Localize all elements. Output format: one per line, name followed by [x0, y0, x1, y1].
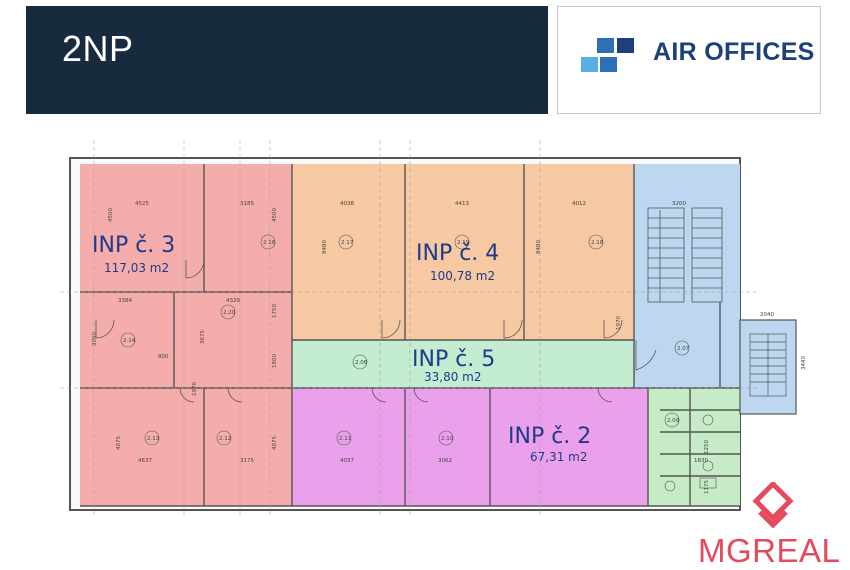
- sanitary-fixtures-icon: [664, 414, 717, 492]
- dimension: 4037: [340, 458, 354, 464]
- dimension: 4500: [272, 208, 278, 222]
- unit-inp2-area: [292, 388, 648, 506]
- dimension: 3440: [801, 356, 807, 370]
- unit-inp2-name: INP č. 2: [508, 424, 591, 449]
- dimension: 1970: [192, 382, 198, 396]
- dimension: 3185: [240, 201, 254, 207]
- room-number: 2.08: [355, 360, 368, 366]
- dimension: 4525: [135, 201, 149, 207]
- dimension: 4075: [116, 436, 122, 450]
- room-number: 2.09: [667, 418, 680, 424]
- balcony-stairs-icon: [749, 333, 787, 397]
- dimension: 4413: [455, 201, 469, 207]
- room-number: 2.13: [147, 436, 160, 442]
- room-number: 2.11: [339, 436, 351, 442]
- dimension: 4329: [226, 298, 240, 304]
- unit-inp5-area-label: 33,80 m2: [424, 370, 482, 384]
- room-number: 2.20: [223, 310, 236, 316]
- dimension: 800: [158, 354, 169, 360]
- floor-title: 2NP: [62, 28, 134, 69]
- mgreal-logo-icon: [752, 482, 794, 529]
- unit-inp5-name: INP č. 5: [412, 347, 495, 372]
- dimension: 1830: [694, 458, 708, 464]
- brand-name: AIR OFFICES: [653, 38, 815, 66]
- dimension: 2040: [760, 312, 774, 318]
- room-number: 2.17: [341, 240, 354, 246]
- room-numbers: 2.16 2.17 2.18 2.19 2.20 2.14 2.08 2.07 …: [120, 234, 690, 446]
- unit-inp4-area: [292, 164, 634, 340]
- mgreal-logo-text: MGREAL: [698, 532, 841, 569]
- dimension: 1970: [616, 316, 622, 330]
- dimension: 3200: [672, 201, 686, 207]
- dimension: 8480: [322, 240, 328, 254]
- air-offices-logo-icon: [581, 38, 634, 72]
- dimension: 1800: [272, 354, 278, 368]
- unit-inp4-area-label: 100,78 m2: [430, 269, 495, 283]
- dimension: 1250: [704, 440, 710, 454]
- unit-inp3-name: INP č. 3: [92, 233, 175, 258]
- dimension: 3175: [240, 458, 254, 464]
- dimension: 8480: [536, 240, 542, 254]
- stair-core-area: [634, 164, 740, 388]
- room-number: 2.14: [123, 338, 136, 344]
- stairs-icon: [647, 207, 723, 303]
- dimension: 3050: [92, 332, 98, 346]
- unit-inp3-area-label: 117,03 m2: [104, 261, 169, 275]
- dimension: 4038: [340, 201, 354, 207]
- dimension: 4075: [272, 436, 278, 450]
- floor-plan: 2.16 2.17 2.18 2.19 2.20 2.14 2.08 2.07 …: [60, 140, 807, 516]
- dimension: 3384: [118, 298, 132, 304]
- structural-grid: [60, 140, 760, 516]
- room-number: 2.19: [457, 240, 470, 246]
- room-number: 2.07: [677, 346, 690, 352]
- room-number: 2.10: [441, 436, 454, 442]
- floor-title-box: 2NP: [26, 6, 548, 114]
- unit-inp2-area-label: 67,31 m2: [530, 450, 588, 464]
- dimension: 1175: [704, 480, 710, 494]
- dimension-labels: 4525 3185 4038 4413 4012 3200 4500 4500 …: [92, 201, 807, 494]
- dimension: 4012: [572, 201, 586, 207]
- dimension: 4500: [108, 208, 114, 222]
- dimension: 1750: [272, 304, 278, 318]
- brand-box: AIR OFFICES: [557, 6, 821, 114]
- dimension: 3675: [200, 330, 206, 344]
- doors: [95, 259, 657, 403]
- unit-inp4-name: INP č. 4: [416, 241, 499, 266]
- room-number: 2.12: [219, 436, 231, 442]
- dimension: 3062: [438, 458, 452, 464]
- unit-inp5-area: [292, 340, 634, 388]
- room-number: 2.16: [263, 240, 276, 246]
- dimension: 4637: [138, 458, 152, 464]
- room-number: 2.18: [591, 240, 604, 246]
- toilets-area: [648, 388, 740, 506]
- unit-inp3-area: [80, 164, 292, 506]
